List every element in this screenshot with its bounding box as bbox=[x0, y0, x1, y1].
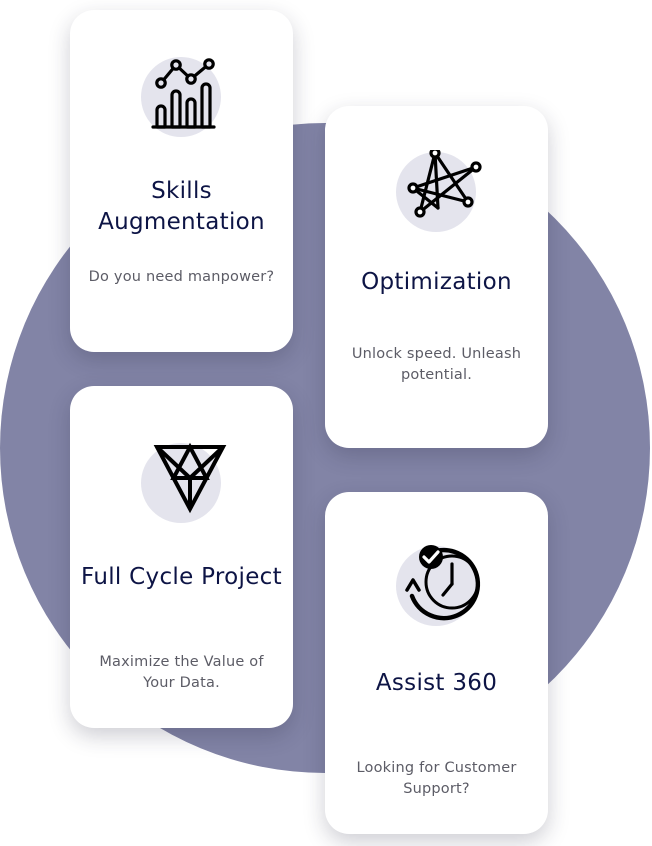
card-subtitle: Do you need manpower? bbox=[88, 269, 275, 285]
card-subtitle: Maximize the Value of Your Data. bbox=[99, 654, 264, 691]
card-optimization[interactable]: Optimization Unlock speed. Unleash poten… bbox=[325, 106, 548, 448]
card-title: Full Cycle Project bbox=[81, 564, 282, 590]
analytics-chart-icon bbox=[140, 55, 233, 147]
clock-check-icon bbox=[395, 544, 488, 636]
card-full-cycle-project[interactable]: Full Cycle Project Maximize the Value of… bbox=[70, 386, 293, 728]
card-skills-augmentation[interactable]: Skills Augmentation Do you need manpower… bbox=[70, 10, 293, 352]
card-subtitle: Unlock speed. Unleash potential. bbox=[351, 346, 522, 383]
network-nodes-icon bbox=[395, 150, 488, 242]
card-subtitle: Looking for Customer Support? bbox=[356, 760, 517, 797]
geometric-triangle-icon bbox=[140, 441, 233, 533]
card-title: Skills Augmentation bbox=[98, 178, 265, 235]
card-assist-360[interactable]: Assist 360 Looking for Customer Support? bbox=[325, 492, 548, 834]
card-title: Optimization bbox=[361, 269, 512, 295]
card-title: Assist 360 bbox=[375, 670, 498, 696]
